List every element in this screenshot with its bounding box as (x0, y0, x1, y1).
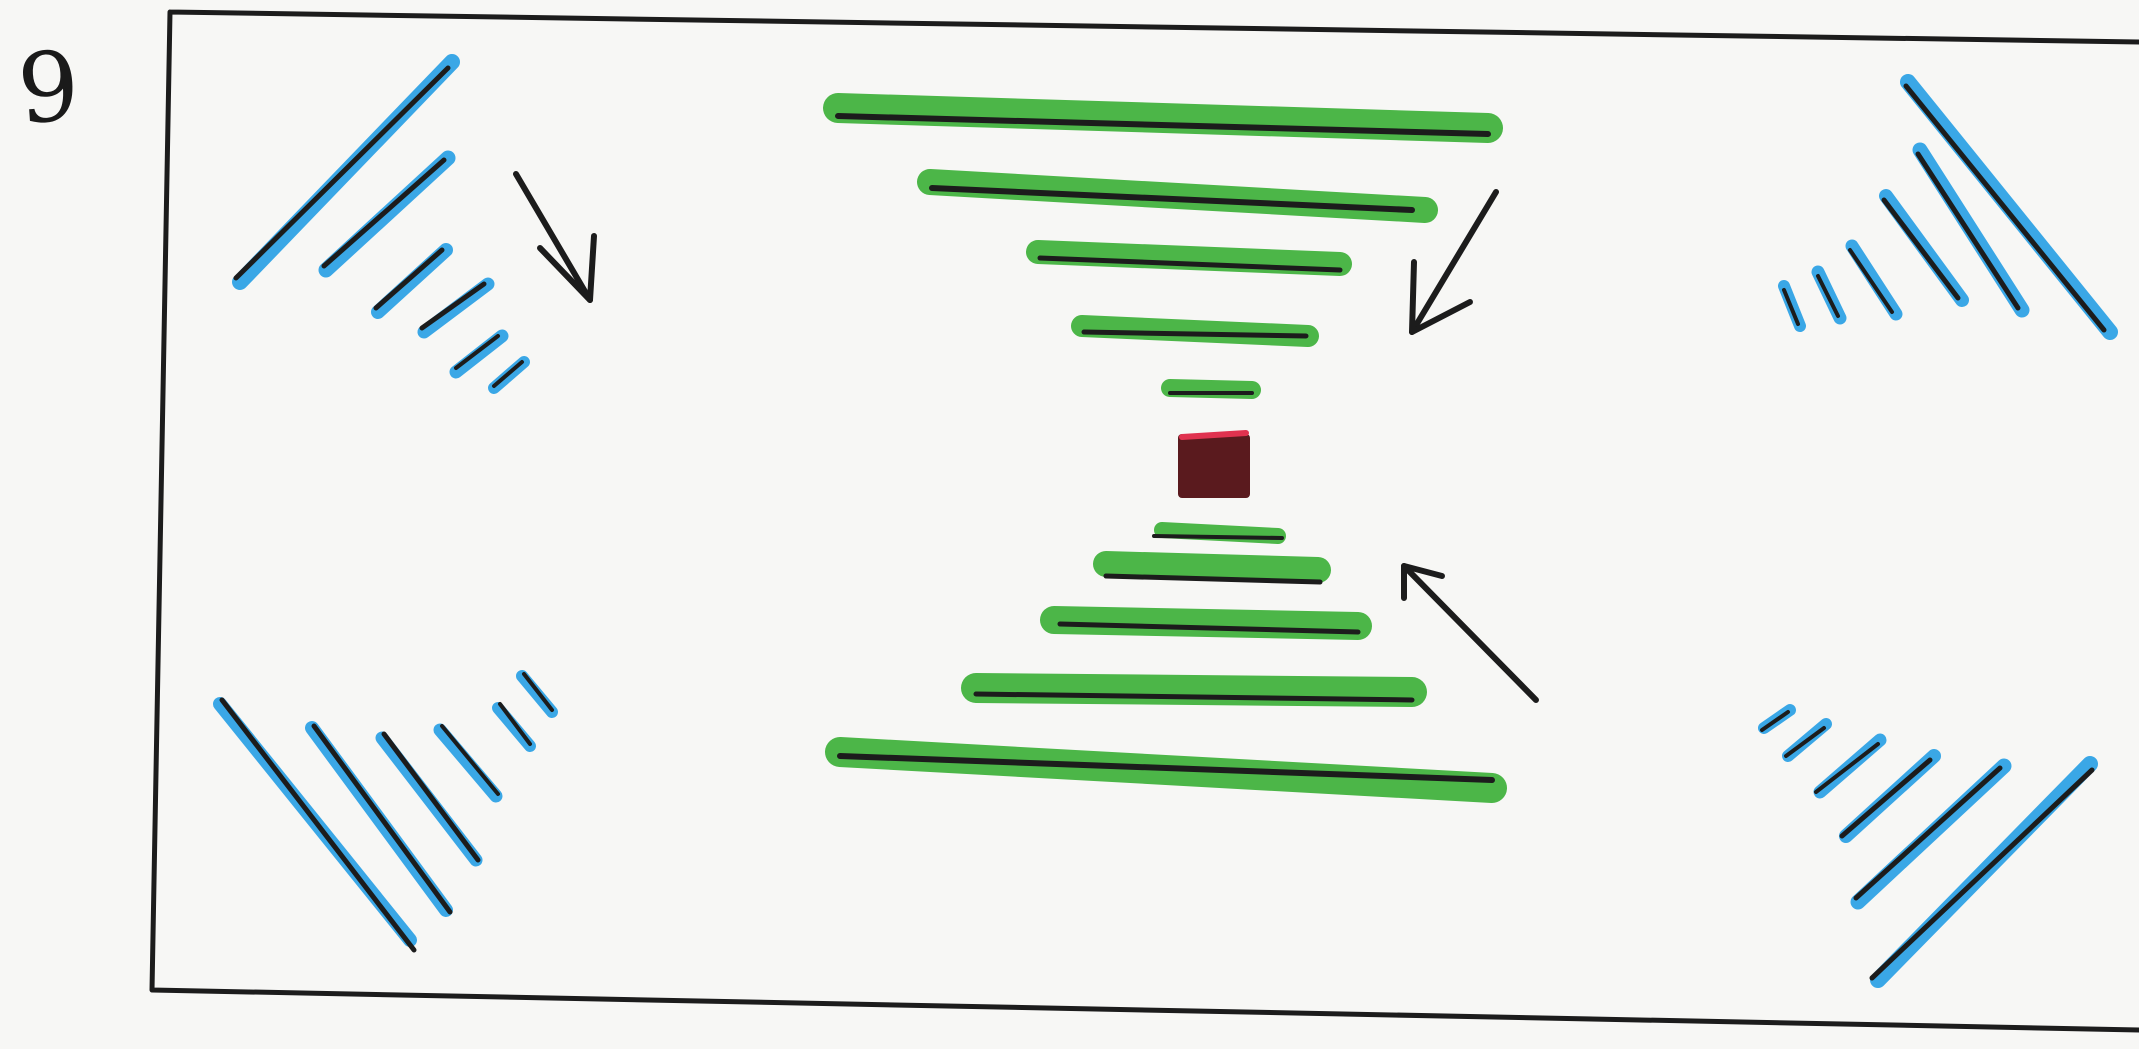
stripe-top-4 (1071, 315, 1319, 347)
stripe-bottom-3 (1040, 606, 1372, 640)
frame-border (149, 9, 2139, 1033)
corner-stripes-bottom-left (213, 670, 558, 953)
corner-stripes-top-left (232, 54, 530, 394)
stripe-bottom-5 (825, 737, 1507, 803)
stripe-bottom-2 (1093, 551, 1331, 585)
stripe-bottom-1 (1152, 522, 1286, 544)
arrow-down-right-icon (513, 171, 597, 303)
corner-stripes-top-right (1778, 74, 2118, 340)
corner-stripes-bottom-right (1758, 704, 2098, 988)
arrow-up-left-icon (1401, 563, 1539, 703)
stripe-top-3 (1026, 240, 1352, 276)
center-stripes (823, 93, 1507, 803)
stripe-top-1 (823, 93, 1503, 143)
stripe-top-2 (917, 169, 1438, 223)
center-square (1178, 430, 1250, 498)
stripe-bottom-4 (961, 673, 1427, 707)
stripe-top-5 (1161, 379, 1261, 399)
arrow-down-left-icon (1409, 189, 1499, 335)
